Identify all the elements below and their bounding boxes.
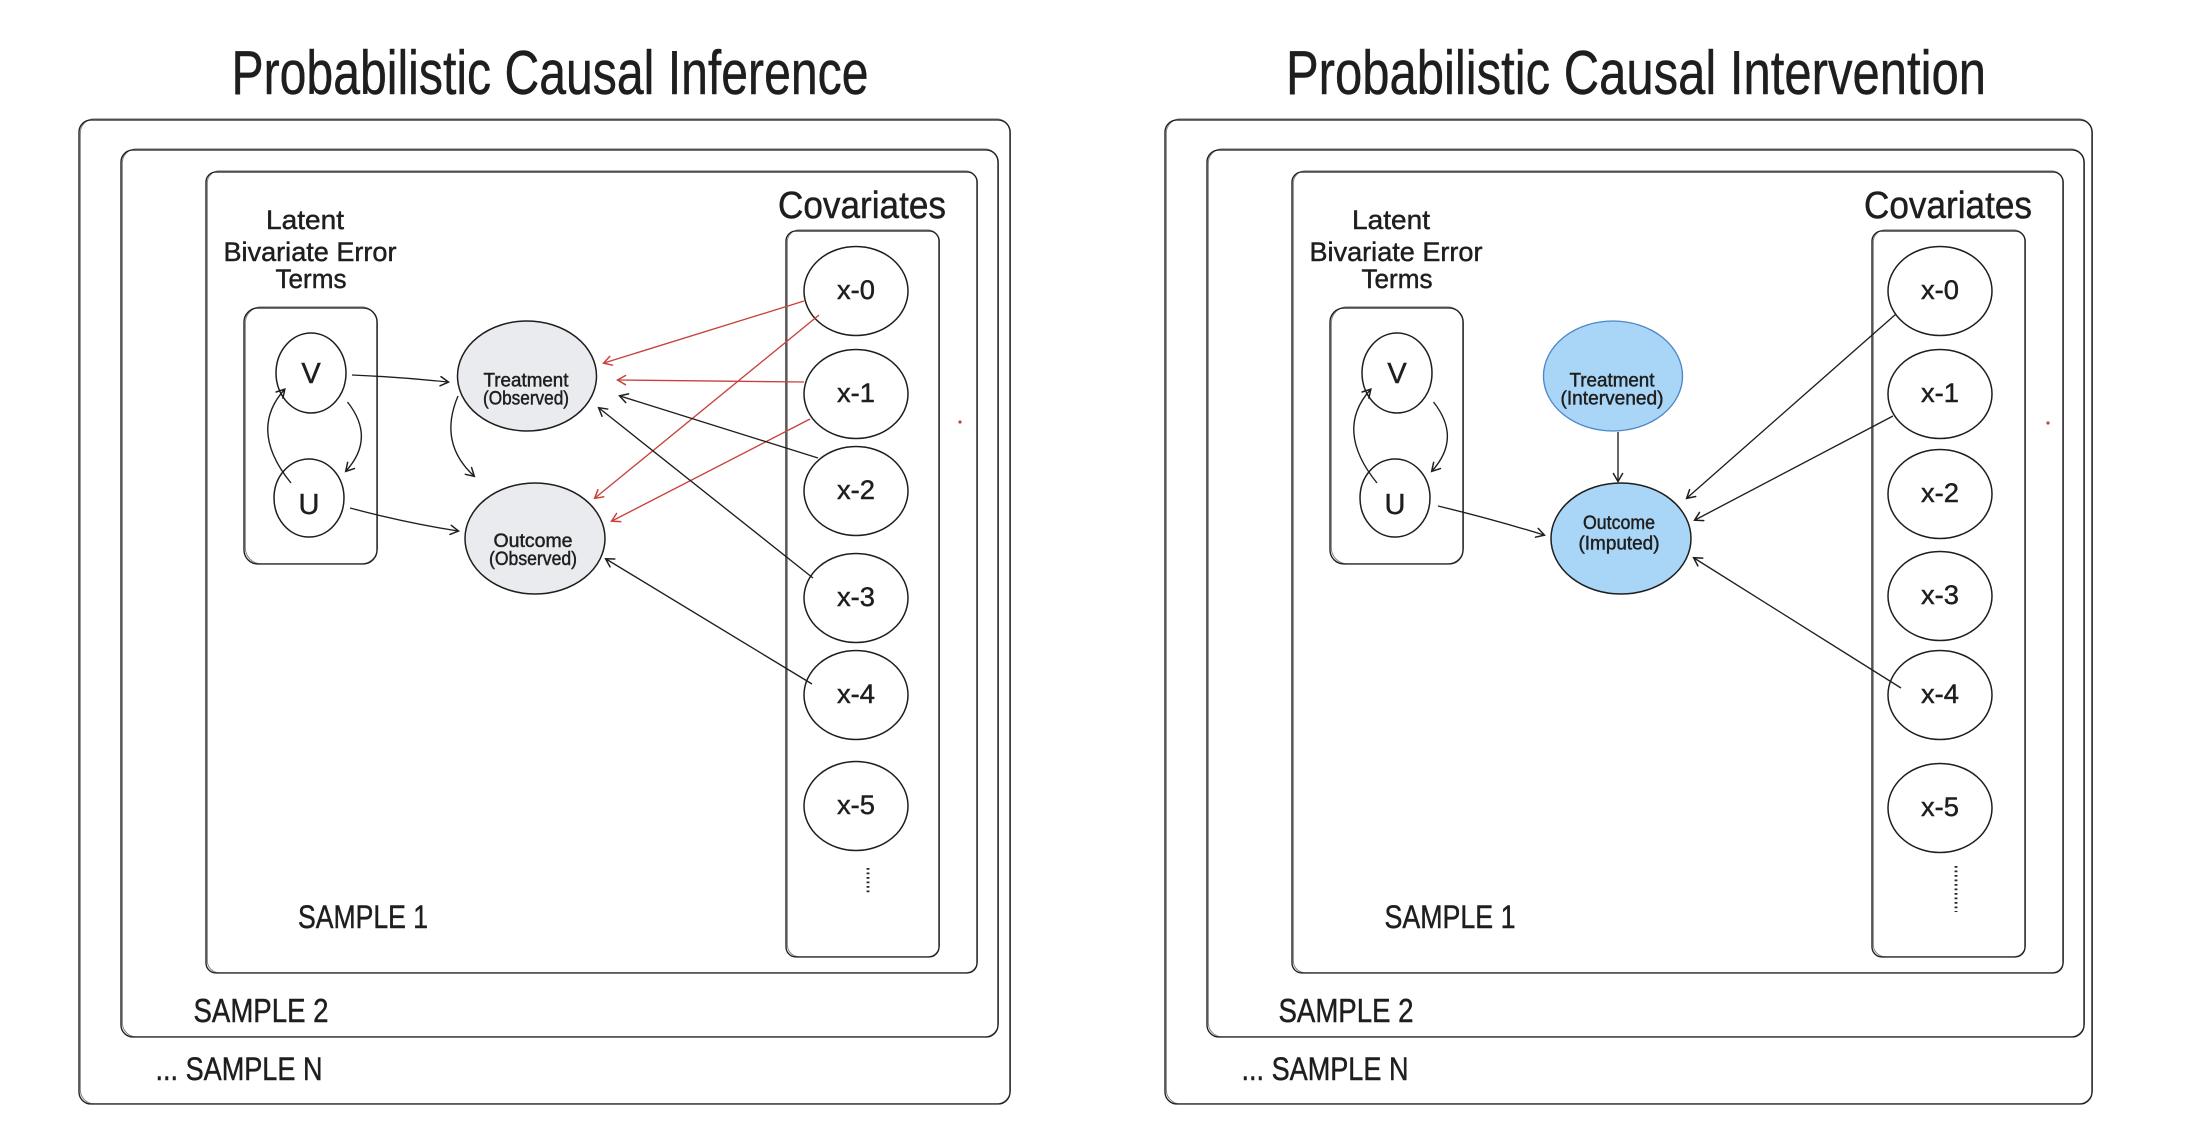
svg-text:Terms: Terms	[276, 264, 347, 294]
svg-text:x-0: x-0	[1921, 275, 1959, 305]
svg-text:Terms: Terms	[1362, 264, 1433, 294]
svg-text:Treatment: Treatment	[484, 371, 570, 392]
svg-text:Bivariate Error: Bivariate Error	[224, 237, 397, 267]
svg-text:(Intervened): (Intervened)	[1561, 389, 1664, 410]
svg-text:Latent: Latent	[266, 205, 345, 235]
svg-text:SAMPLE 1: SAMPLE 1	[298, 899, 428, 935]
svg-text:SAMPLE 1: SAMPLE 1	[1385, 899, 1516, 935]
svg-text:V: V	[1387, 358, 1407, 390]
svg-text:Bivariate Error: Bivariate Error	[1310, 237, 1483, 267]
svg-text:x-4: x-4	[837, 679, 875, 709]
svg-text:(Imputed): (Imputed)	[1579, 534, 1660, 555]
svg-text:U: U	[1385, 489, 1406, 521]
svg-text:V: V	[301, 358, 321, 390]
svg-text:x-2: x-2	[837, 475, 875, 505]
svg-text:Probabilistic Causal Intervent: Probabilistic Causal Intervention	[1286, 39, 1986, 108]
svg-text:x-3: x-3	[1921, 580, 1959, 610]
svg-text:Outcome: Outcome	[494, 531, 573, 552]
svg-text:Treatment: Treatment	[1570, 371, 1656, 392]
svg-text:... SAMPLE N: ... SAMPLE N	[156, 1051, 323, 1087]
svg-text:x-5: x-5	[837, 790, 875, 820]
svg-text:x-0: x-0	[837, 275, 875, 305]
svg-text:Covariates: Covariates	[1864, 185, 2032, 227]
svg-text:(Observed): (Observed)	[483, 389, 569, 410]
svg-text:(Observed): (Observed)	[489, 549, 577, 570]
svg-text:x-4: x-4	[1921, 679, 1959, 709]
svg-text:Probabilistic Causal Inference: Probabilistic Causal Inference	[232, 39, 869, 108]
svg-text:x-5: x-5	[1921, 792, 1959, 822]
svg-text:SAMPLE 2: SAMPLE 2	[194, 992, 329, 1029]
svg-text:x-2: x-2	[1921, 478, 1959, 508]
svg-text:x-3: x-3	[837, 582, 875, 612]
svg-text:Covariates: Covariates	[778, 185, 946, 227]
svg-text:... SAMPLE N: ... SAMPLE N	[1242, 1051, 1409, 1087]
svg-text:x-1: x-1	[1921, 378, 1959, 408]
svg-text:SAMPLE 2: SAMPLE 2	[1279, 992, 1414, 1029]
svg-text:Latent: Latent	[1352, 205, 1431, 235]
svg-text:x-1: x-1	[837, 378, 875, 408]
svg-text:Outcome: Outcome	[1583, 513, 1655, 534]
svg-text:U: U	[299, 489, 320, 521]
